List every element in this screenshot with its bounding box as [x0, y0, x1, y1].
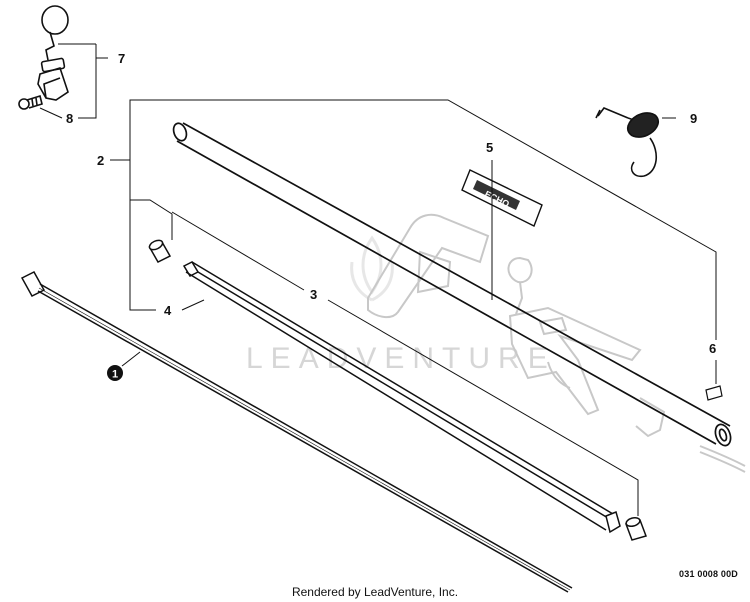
callout-2: 2 — [97, 153, 104, 168]
decal-part: ECHO — [461, 169, 543, 227]
ghost-handle-assembly — [367, 213, 746, 473]
callout-1-badge: 1 — [107, 365, 123, 381]
callout-5: 5 — [486, 140, 493, 155]
callout-3: 3 — [310, 287, 317, 302]
ring-clip-part — [37, 5, 69, 101]
hook-hanger-part — [595, 107, 660, 178]
callout-7: 7 — [118, 51, 125, 66]
footer-credit: Rendered by LeadVenture, Inc. — [291, 585, 459, 599]
liner-part — [182, 261, 621, 534]
screw-part — [18, 94, 43, 110]
callout-8: 8 — [66, 111, 73, 126]
leader-lines — [39, 43, 717, 516]
small-tag-part — [705, 385, 723, 401]
callout-4: 4 — [164, 303, 172, 318]
watermark-text: LEADVENTURE — [246, 342, 556, 375]
callout-labels: 7 8 2 5 9 3 4 6 1 — [66, 51, 716, 381]
watermark: LEADVENTURE — [246, 235, 556, 375]
shaft-tube-part — [172, 122, 732, 447]
callout-9: 9 — [690, 111, 697, 126]
bushing-part-top — [148, 239, 172, 263]
callout-1: 1 — [112, 369, 118, 381]
bushing-part-bottom — [625, 516, 647, 541]
drive-shaft-part — [20, 271, 573, 593]
callout-6: 6 — [709, 341, 716, 356]
reference-code: 031 0008 00D — [679, 569, 738, 579]
